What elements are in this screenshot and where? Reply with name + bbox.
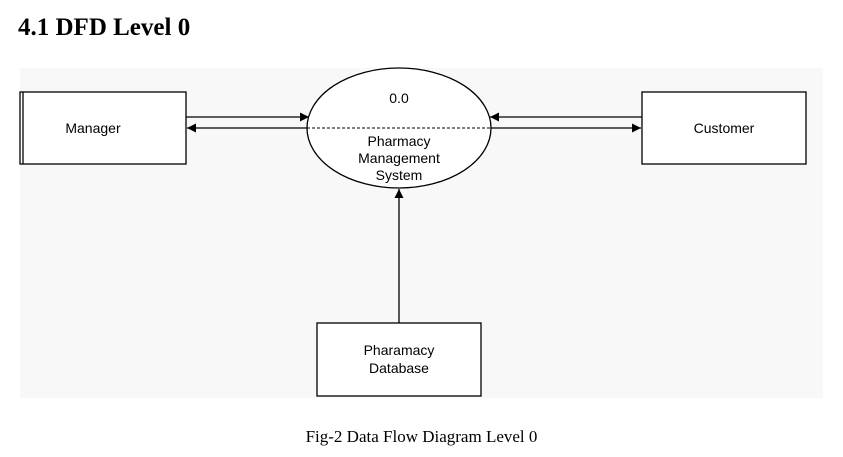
- figure-caption: Fig-2 Data Flow Diagram Level 0: [305, 427, 538, 446]
- customer-entity: Customer: [641, 91, 807, 165]
- customer-label: Customer: [694, 120, 755, 136]
- database-entity: Pharamacy Database: [316, 322, 482, 397]
- process-name-line-2: Management: [358, 150, 440, 166]
- database-label-line-2: Database: [369, 360, 429, 376]
- section-heading: 4.1 DFD Level 0: [18, 14, 191, 41]
- process-number: 0.0: [389, 90, 409, 106]
- manager-entity: Manager: [19, 91, 187, 165]
- database-label-line-1: Pharamacy: [364, 342, 435, 358]
- process-name-line-1: Pharmacy: [367, 133, 430, 149]
- manager-label: Manager: [65, 120, 121, 136]
- central-process: 0.0 Pharmacy Management System: [306, 67, 492, 189]
- process-name-line-3: System: [376, 167, 423, 183]
